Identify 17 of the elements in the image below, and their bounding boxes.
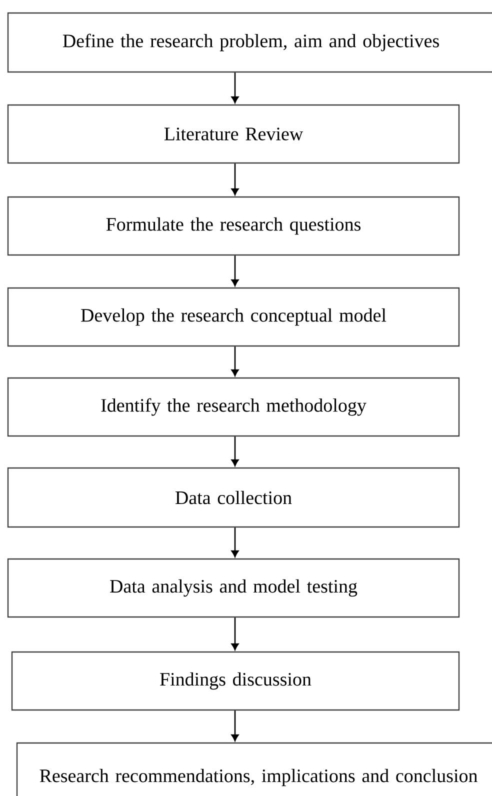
process-box: Data analysis and model testing [7,558,460,618]
process-box: Formulate the research questions [7,196,460,256]
arrow [231,710,239,742]
process-box: Data collection [7,467,460,528]
process-box: Research recommendations, implications and conclusion [16,742,492,796]
arrow [231,618,239,650]
process-box: Define the research problem, aim and objectives [7,12,492,73]
process-box: Literature Review [7,104,460,164]
arrow [231,256,239,286]
arrow [231,346,239,376]
arrow [231,164,239,196]
process-box: Develop the research conceptual model [7,287,460,347]
arrow [231,72,239,104]
process-box: Findings discussion [11,651,460,711]
arrow [231,528,239,558]
process-box: Identify the research methodology [7,377,460,437]
arrow [231,436,239,466]
